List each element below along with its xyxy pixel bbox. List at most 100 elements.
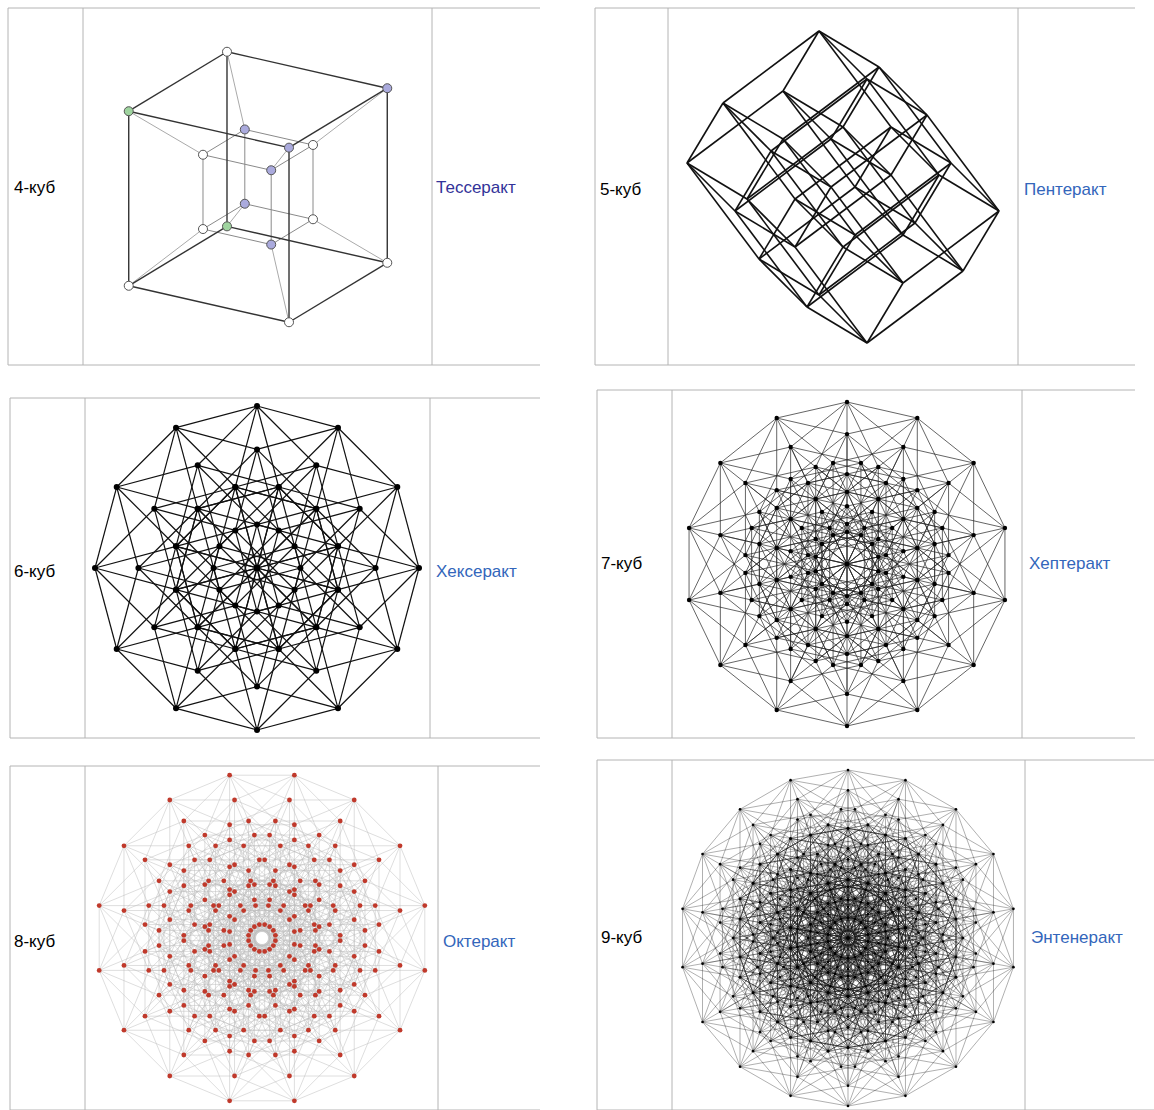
cube-vertex [946,481,950,485]
cube-edge [879,67,951,163]
cube-vertex [338,933,343,938]
cube-vertex [859,461,863,465]
cube-edge [99,970,145,1016]
cube-vertex [162,903,167,908]
cube-vertex [845,562,849,566]
cube-vertex [206,993,211,998]
cube-vertex [901,607,905,611]
cube-vertex [292,914,297,919]
cube-vertex [232,982,237,987]
cube-vertex [157,943,162,948]
cube-vertex [814,465,818,469]
cube-vertex [309,215,318,224]
cube-vertex [806,481,810,485]
cube-vertex [241,1028,246,1033]
cube-edge [956,1022,994,1067]
cube-vertex [775,636,779,640]
cube-vertex [202,989,207,994]
cube-vertex [146,903,151,908]
cube-edge [905,1051,943,1096]
cube-edge [745,418,776,483]
cube-vertex [227,892,232,897]
cube-vertex [195,668,201,674]
cube-vertex [814,659,818,663]
cube-vertex [248,943,253,948]
cube-vertex [788,445,792,449]
cube-edge [176,590,198,671]
cube-edge [791,479,822,544]
cube-vertex [211,903,216,908]
cube-vertex [313,943,318,948]
cube-edge [843,175,939,247]
cube-vertex [240,199,249,208]
cube-vertex [363,943,368,948]
cube-vertex [257,922,262,927]
cube-vertex [292,864,297,869]
cube-vertex [306,843,311,848]
cube-vertex [186,963,191,968]
cube-vertex [718,461,722,465]
cube-vertex [232,1009,237,1014]
cube-vertex [232,798,237,803]
hexeract-figure [92,403,422,733]
cube-edge [338,428,360,509]
cube-edge [154,627,235,649]
cube-vertex [188,903,193,908]
cube-vertex [313,668,319,674]
cube-vertex [254,446,260,452]
cube-vertex [845,602,849,606]
cube-vertex [788,607,792,611]
cube-vertex [246,883,251,888]
cube-vertex [313,928,318,933]
cube-vertex [352,889,357,894]
cube-vertex [276,527,282,533]
cube-edge [289,263,387,322]
cube-vertex [333,963,338,968]
cube-vertex [820,542,824,546]
cube-vertex [248,878,253,883]
cube-vertex [195,506,201,512]
cube-vertex [814,537,818,541]
cube-edge [735,151,771,211]
cube-edge [777,418,808,483]
cube-vertex [775,546,779,550]
cube-vertex [870,582,874,586]
cube-vertex [173,587,179,593]
cube-vertex [216,587,222,593]
cube-edge [129,229,203,286]
cube-vertex [266,903,271,908]
cube-edge [117,649,176,708]
cube-edge [759,551,790,616]
cube-vertex [743,481,747,485]
cube-vertex [398,908,403,913]
cube-vertex [257,949,262,954]
cube-edge [847,434,878,499]
cube-edge [271,245,289,323]
cube-edge [872,584,903,649]
cube-edge [942,535,973,600]
cube-edge [759,519,790,584]
penteract-figure [687,31,999,343]
cube-vertex [788,517,792,521]
cube-vertex [267,897,272,902]
cube-vertex [884,553,888,557]
cube-vertex [357,624,363,630]
cube-vertex [398,1028,403,1033]
cube-vertex [862,526,866,530]
cube-edge [129,226,227,285]
cube-vertex [216,903,221,908]
cube-vertex [946,553,950,557]
cube-vertex [946,643,950,647]
cube-edge [124,800,170,846]
cube-vertex [254,684,260,690]
cube-vertex [181,819,186,824]
cube-vertex [845,692,849,696]
cube-vertex [206,928,211,933]
cube-vertex [211,565,217,571]
cube-vertex [124,281,133,290]
cube-vertex [262,922,267,927]
cube-edge [783,91,855,187]
cube-vertex [246,1003,251,1008]
cube-vertex [252,974,257,979]
cube-vertex [845,522,849,526]
